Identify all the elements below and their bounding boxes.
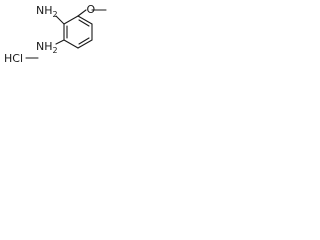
ring-bond-4 — [77, 39, 93, 49]
ring-double-bond-3 — [78, 37, 90, 45]
bond-to-top-amine — [55, 15, 65, 25]
benzene-ring — [63, 15, 93, 49]
ring-bond-2 — [77, 15, 93, 25]
bond-to-left-amine — [55, 39, 65, 45]
top-amine-label: NH2 — [36, 4, 58, 19]
bond-to-methoxy — [77, 9, 87, 17]
ring-bond-1 — [63, 15, 79, 25]
hcl-label: HCl — [4, 52, 23, 65]
left-amine-label: NH2 — [36, 40, 58, 55]
ring-bond-5 — [63, 39, 79, 49]
oxygen-atom: O — [87, 3, 96, 16]
structure-canvas: O NH2 NH2 HCl — [0, 0, 122, 66]
molecule-structure: O NH2 NH2 HCl — [4, 3, 107, 65]
ring-double-bond-2 — [78, 19, 90, 27]
